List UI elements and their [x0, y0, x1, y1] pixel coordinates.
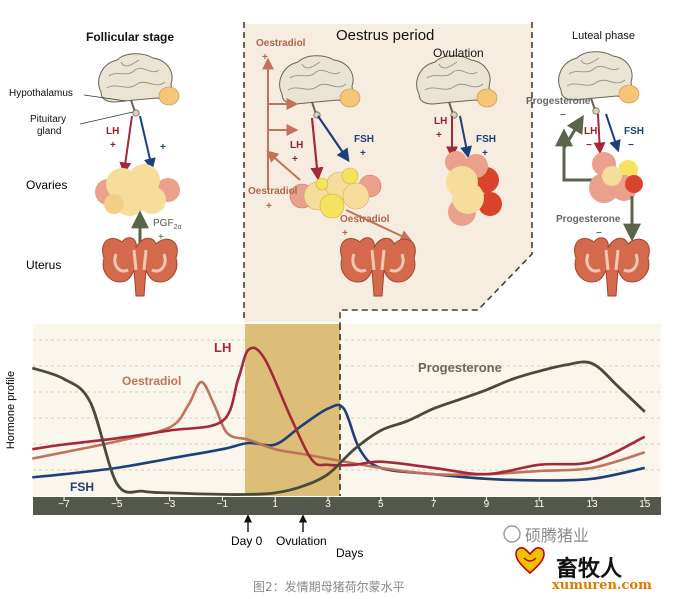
series-label-progesterone: Progesterone: [418, 360, 502, 375]
arrow-oestradiol-uterus: [345, 209, 413, 242]
lh-plus-follicular: +: [110, 140, 116, 151]
chart-plot-area: [33, 324, 661, 496]
title-follicular: Follicular stage: [86, 30, 175, 44]
lh-plus-oestrus: +: [292, 154, 298, 165]
title-ovulation: Ovulation: [433, 46, 484, 60]
progesterone-label-top: Progesterone: [526, 96, 591, 107]
oestradiol-label-mid: Oestradiol: [248, 186, 298, 197]
lh-label-ovulation: LH: [434, 116, 448, 127]
x-tick-label: 1: [272, 499, 278, 510]
x-axis-ticks: [63, 497, 646, 501]
oestradiol-plus-uterus: +: [342, 228, 348, 239]
brand-name: 畜牧人: [556, 557, 623, 582]
wechat-watermark: 硕腾猪业: [525, 526, 590, 545]
x-tick-label: 15: [639, 499, 651, 510]
arrow-fsh-luteal: [605, 113, 621, 153]
label-hypothalamus: Hypothalamus: [9, 88, 73, 99]
arrow-fsh-follicular: [139, 115, 156, 171]
lh-minus-luteal: −: [586, 140, 592, 151]
fsh-label-ovulation: FSH: [476, 134, 496, 145]
ovary-follicular: [95, 164, 180, 216]
fsh-plus-oestrus: +: [360, 148, 366, 159]
fsh-plus-ovulation: +: [482, 148, 488, 159]
wechat-icon: [503, 525, 521, 543]
x-tick-label: 5: [378, 499, 384, 510]
ovary-ovulation: [445, 151, 502, 226]
fsh-plus-follicular: +: [160, 142, 166, 153]
arrow-oestradiol-low: [266, 150, 301, 181]
ovary-oestrus: [289, 167, 382, 219]
series-label-oestradiol: Oestradiol: [122, 374, 182, 388]
chart-ylabel: Hormone profile: [5, 370, 18, 450]
series-label-fsh: FSH: [70, 480, 94, 494]
label-uterus: Uterus: [26, 258, 62, 272]
lh-label-oestrus: LH: [290, 140, 304, 151]
arrow-lh-follicular: [119, 115, 133, 175]
ovulation-label: Ovulation: [276, 534, 327, 548]
title-luteal: Luteal phase: [572, 30, 635, 42]
oestradiol-label-uterus: Oestradiol: [340, 214, 390, 225]
x-tick-label: 11: [533, 499, 545, 510]
lh-plus-ovulation: +: [436, 130, 442, 141]
x-axis-bar: [33, 497, 661, 515]
arrow-fsh-ovulation: [459, 115, 473, 159]
arrow-fsh-oestrus: [317, 115, 350, 163]
label-gland: gland: [37, 126, 62, 137]
brand-logo: [515, 547, 545, 575]
x-tick-label: 13: [586, 499, 598, 510]
oestradiol-label-top: Oestradiol: [256, 38, 306, 49]
progesterone-minus-bottom: −: [596, 228, 602, 239]
curve-progesterone: [31, 360, 646, 497]
fsh-minus-luteal: −: [628, 140, 634, 151]
x-tick-label: −3: [163, 499, 176, 510]
x-tick-label: −7: [58, 499, 70, 510]
curve-fsh: [32, 403, 646, 482]
oestradiol-plus-top: +: [262, 52, 268, 63]
chart-xlabel: Days: [336, 546, 364, 560]
label-pituitary: Pituitary: [30, 114, 67, 125]
label-ovaries: Ovaries: [26, 178, 68, 192]
arrow-progesterone-up: [562, 114, 584, 149]
arrow-lh-oestrus: [310, 117, 324, 181]
x-tick-label: −5: [111, 499, 123, 510]
pointer-hypothalamus: [83, 94, 127, 102]
figure-caption: 图2：发情期母猪荷尔蒙水平: [253, 580, 405, 594]
progesterone-minus-top: −: [560, 110, 566, 121]
arrow-lh-luteal: [593, 113, 606, 155]
fsh-label-oestrus: FSH: [354, 134, 374, 145]
lh-label-luteal: LH: [584, 126, 598, 137]
x-tick-label: 7: [430, 499, 437, 510]
ovary-luteal: [589, 152, 643, 203]
pgf-plus: +: [158, 232, 164, 243]
curve-lh: [32, 346, 646, 476]
brain-follicular: [97, 52, 180, 118]
pointer-pituitary: [79, 111, 134, 125]
lh-label-follicular: LH: [106, 126, 120, 137]
oestradiol-plus-mid: +: [266, 201, 272, 212]
fsh-label-luteal: FSH: [624, 126, 644, 137]
x-tick-label: 3: [325, 499, 331, 510]
series-label-lh: LH: [214, 340, 232, 355]
x-tick-label: 9: [483, 499, 490, 510]
day0-label: Day 0: [231, 534, 263, 548]
pgf-label: PGF2α: [153, 218, 182, 231]
oestrus-panel-border: [243, 22, 533, 496]
brand-url: xumuren.com: [552, 578, 652, 593]
uterus-luteal: [573, 236, 651, 298]
x-tick-label: −1: [216, 499, 229, 510]
uterus-follicular: [101, 236, 179, 298]
progesterone-label-bottom: Progesterone: [556, 214, 621, 225]
title-oestrus: Oestrus period: [336, 27, 435, 44]
